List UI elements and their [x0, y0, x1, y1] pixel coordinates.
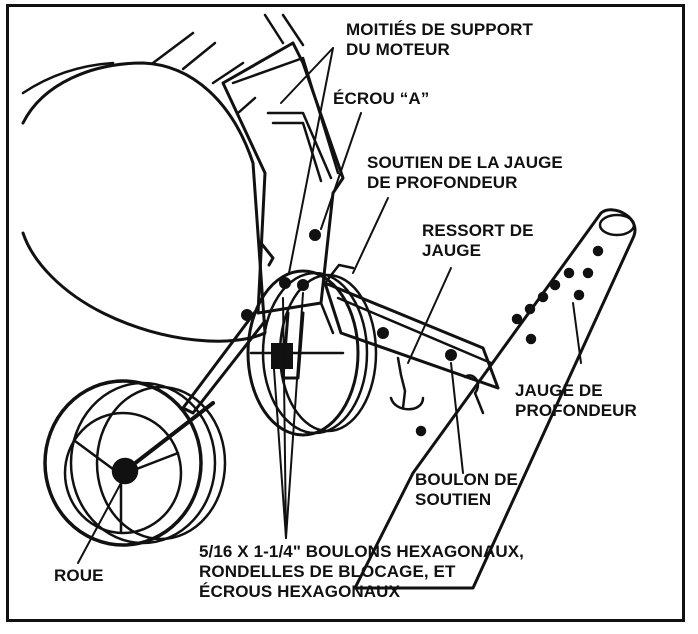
depth-gauge-support	[323, 263, 500, 390]
label-gauge-spring-line1: RESSORT DE	[422, 221, 534, 240]
label-depth-gauge-support-line1: SOUTIEN DE LA JAUGE	[367, 153, 563, 172]
cotter-pin	[259, 241, 275, 267]
label-wheel: ROUE	[54, 566, 104, 585]
hex-nuts	[241, 229, 457, 361]
label-depth-gauge-support-line2: DE PROFONDEUR	[367, 173, 518, 192]
front-wheel	[43, 379, 227, 547]
diagram-border: MOITIÉS DE SUPPORT DU MOTEUR ÉCROU “A” S…	[6, 4, 685, 622]
illustration	[21, 13, 637, 590]
engine-housing	[21, 31, 267, 343]
label-engine-mount-halves-line2: DU MOTEUR	[346, 40, 450, 59]
frame-legs	[181, 301, 335, 415]
depth-gauge	[353, 208, 637, 590]
label-depth-gauge-line1: JAUGE DE	[515, 381, 603, 400]
label-depth-gauge-line2: PROFONDEUR	[515, 401, 637, 420]
label-engine-mount-halves-line1: MOITIÉS DE SUPPORT	[346, 20, 533, 39]
label-nut-a: ÉCROU “A”	[333, 89, 430, 108]
engine-mount-halves	[221, 13, 345, 315]
label-gauge-spring-line2: JAUGE	[422, 241, 482, 260]
label-hex-bolts-line1: 5/16 X 1-1/4" BOULONS HEXAGONAUX,	[199, 542, 524, 561]
gauge-spring	[389, 356, 485, 437]
leader-lines	[77, 47, 582, 564]
label-support-bolt-line1: BOULON DE	[415, 470, 518, 489]
label-support-bolt-line2: SOUTIEN	[415, 490, 492, 509]
label-hex-bolts-line2: RONDELLES DE BLOCAGE, ET	[199, 562, 456, 581]
label-hex-bolts-line3: ÉCROUS HEXAGONAUX	[199, 582, 401, 601]
rear-wheel	[246, 269, 378, 437]
